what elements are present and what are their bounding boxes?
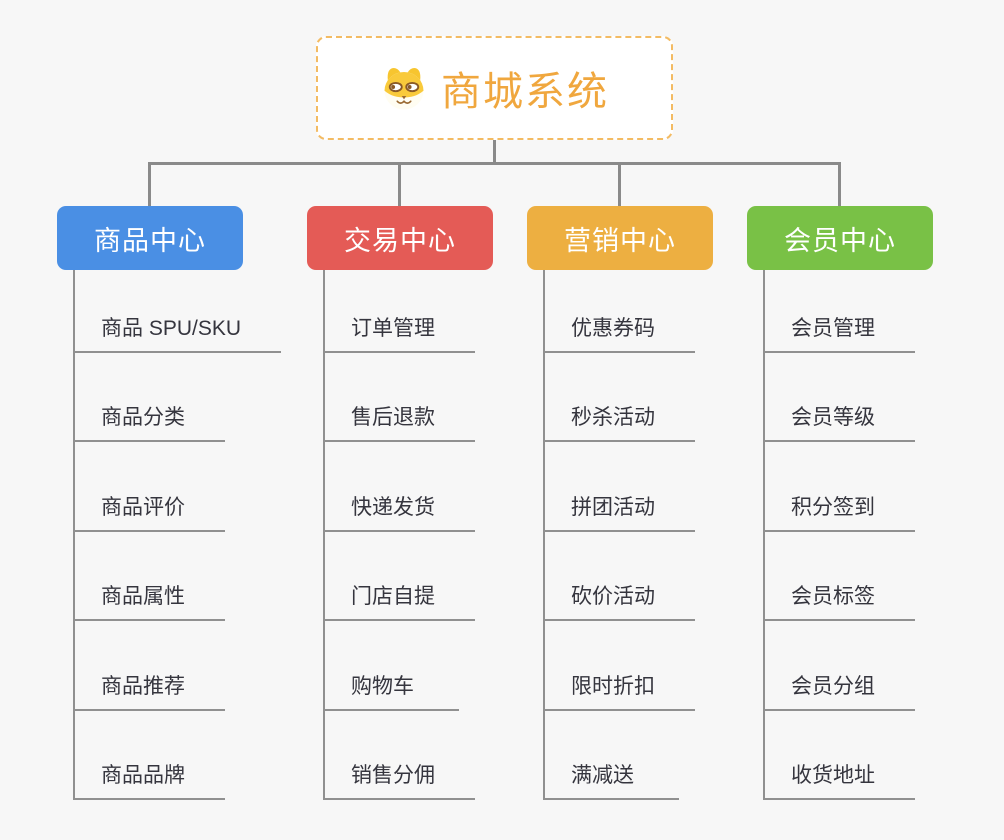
shiba-dog-icon	[380, 66, 428, 111]
leaf-item[interactable]: 会员管理	[765, 270, 915, 353]
leaf-item[interactable]: 商品分类	[75, 353, 225, 443]
leaf-item[interactable]: 会员分组	[765, 621, 915, 711]
root-title: 商城系统	[441, 70, 609, 114]
leaf-item[interactable]: 商品评价	[75, 442, 225, 532]
branch-trade-center: 交易中心 订单管理 售后退款 快递发货 门店自提 购物车 销售分佣	[307, 206, 493, 800]
branch-box-marketing-center[interactable]: 营销中心	[527, 206, 713, 270]
leaf-item[interactable]: 门店自提	[325, 532, 475, 622]
branch-marketing-center: 营销中心 优惠券码 秒杀活动 拼团活动 砍价活动 限时折扣 满减送	[527, 206, 713, 800]
leaf-item[interactable]: 购物车	[325, 621, 459, 711]
branch-box-product-center[interactable]: 商品中心	[57, 206, 243, 270]
leaf-item[interactable]: 限时折扣	[545, 621, 695, 711]
leaf-item[interactable]: 秒杀活动	[545, 353, 695, 443]
connector-horizontal	[148, 162, 841, 165]
branch-product-center: 商品中心 商品 SPU/SKU 商品分类 商品评价 商品属性 商品推荐 商品品牌	[57, 206, 282, 800]
branch-box-trade-center[interactable]: 交易中心	[307, 206, 493, 270]
leaf-item[interactable]: 商品 SPU/SKU	[75, 270, 282, 353]
connector-drop-marketing	[618, 162, 621, 207]
leaf-list-marketing-center: 优惠券码 秒杀活动 拼团活动 砍价活动 限时折扣 满减送	[543, 270, 713, 800]
connector-root-stub	[493, 140, 496, 164]
connector-drop-member	[838, 162, 841, 207]
leaf-item[interactable]: 售后退款	[325, 353, 475, 443]
leaf-item[interactable]: 满减送	[545, 711, 679, 800]
leaf-item[interactable]: 快递发货	[325, 442, 475, 532]
branch-box-member-center[interactable]: 会员中心	[747, 206, 933, 270]
leaf-item[interactable]: 优惠券码	[545, 270, 695, 353]
leaf-item[interactable]: 拼团活动	[545, 442, 695, 532]
leaf-item[interactable]: 收货地址	[765, 711, 915, 800]
connector-drop-trade	[398, 162, 401, 207]
leaf-item[interactable]: 销售分佣	[325, 711, 475, 800]
leaf-item[interactable]: 商品推荐	[75, 621, 225, 711]
leaf-item[interactable]: 会员标签	[765, 532, 915, 622]
leaf-item[interactable]: 商品品牌	[75, 711, 225, 800]
leaf-item[interactable]: 会员等级	[765, 353, 915, 443]
leaf-item[interactable]: 订单管理	[325, 270, 475, 353]
leaf-item[interactable]: 商品属性	[75, 532, 225, 622]
leaf-item[interactable]: 砍价活动	[545, 532, 695, 622]
leaf-list-member-center: 会员管理 会员等级 积分签到 会员标签 会员分组 收货地址	[763, 270, 933, 800]
root-node[interactable]: 商城系统	[316, 36, 673, 140]
connector-drop-product	[148, 162, 151, 207]
leaf-item[interactable]: 积分签到	[765, 442, 915, 532]
leaf-list-product-center: 商品 SPU/SKU 商品分类 商品评价 商品属性 商品推荐 商品品牌	[73, 270, 282, 800]
leaf-list-trade-center: 订单管理 售后退款 快递发货 门店自提 购物车 销售分佣	[323, 270, 493, 800]
branch-member-center: 会员中心 会员管理 会员等级 积分签到 会员标签 会员分组 收货地址	[747, 206, 933, 800]
